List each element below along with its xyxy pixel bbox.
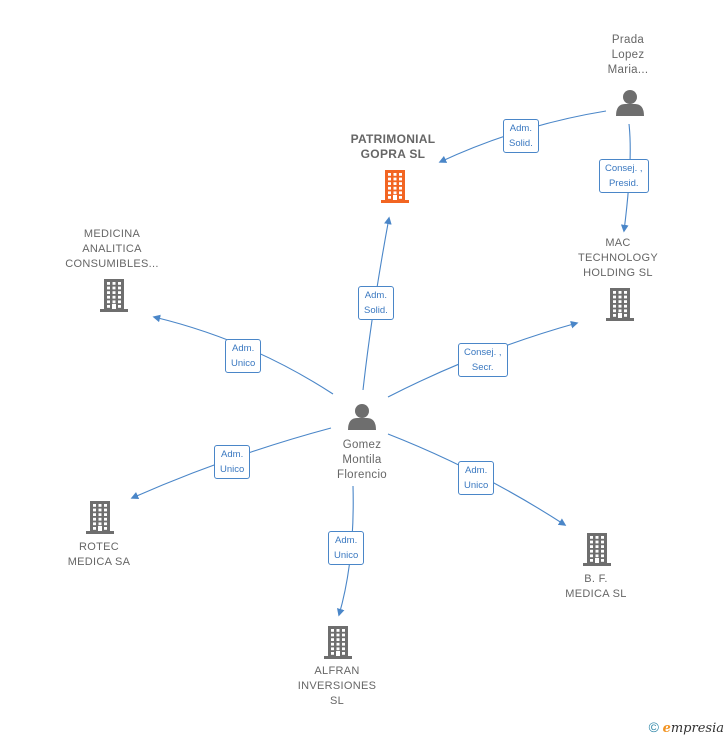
node-label-line: Maria... — [607, 64, 649, 76]
node-label-medicina[interactable]: MEDICINA ANALITICA CONSUMIBLES... — [52, 227, 172, 272]
footer-brand: © empresia — [649, 719, 724, 736]
node-label-line: SL — [329, 695, 345, 707]
edge-label-line: Adm. — [364, 290, 387, 301]
node-label-line: MAC — [605, 237, 631, 249]
node-label-line: Florencio — [337, 469, 387, 481]
edge-label-line: Solid. — [364, 305, 388, 316]
node-label-line: MEDICA SA — [67, 556, 131, 568]
edge-label-line: Adm. — [335, 535, 358, 546]
node-label-line: GOPRA SL — [360, 147, 426, 161]
node-label-line: TECHNOLOGY — [577, 252, 658, 264]
edge-label-line: Unico — [231, 358, 256, 369]
node-label-bf[interactable]: B. F. MEDICA SL — [546, 572, 646, 602]
edge-label-line: Consej. , — [464, 347, 502, 358]
edge-label-line: Adm. — [221, 449, 244, 460]
edge-label-line: Presid. — [608, 178, 639, 189]
node-label-line: ALFRAN — [314, 665, 360, 677]
brand-logo-initial: e — [662, 721, 671, 736]
node-label-mac[interactable]: MAC TECHNOLOGY HOLDING SL — [563, 236, 673, 281]
edge-label-gomez-patrimonial[interactable]: Adm. Solid. — [358, 286, 394, 320]
edge-label-line: Consej. , — [605, 163, 643, 174]
node-label-line: ANALITICA — [82, 243, 142, 255]
node-label-line: HOLDING SL — [583, 267, 653, 279]
node-label-line: Gomez — [342, 439, 382, 451]
brand-name: mpresia — [670, 721, 724, 736]
node-label-rotec[interactable]: ROTEC MEDICA SA — [49, 540, 149, 570]
edge-label-gomez-mac[interactable]: Consej. , Secr. — [458, 343, 508, 377]
edge-label-line: Secr. — [471, 362, 494, 373]
person-icon-prada[interactable] — [616, 90, 644, 116]
edge-label-line: Solid. — [509, 138, 533, 149]
edge-label-gomez-bf[interactable]: Adm. Unico — [458, 461, 495, 495]
node-label-line: MEDICINA — [83, 228, 141, 240]
building-icon-alfran[interactable] — [324, 626, 352, 659]
node-label-line: ROTEC — [79, 541, 119, 553]
node-label-line: Prada — [611, 34, 645, 46]
building-icon-rotec[interactable] — [86, 501, 114, 534]
node-label-alfran[interactable]: ALFRAN INVERSIONES SL — [282, 664, 392, 709]
copyright-icon: © — [648, 719, 659, 735]
node-label-line: MEDICA SL — [565, 588, 627, 600]
node-label-line: Lopez — [611, 49, 645, 61]
edge-label-line: Adm. — [509, 123, 532, 134]
edge-label-line: Unico — [464, 480, 489, 491]
edge-label-gomez-rotec[interactable]: Adm. Unico — [214, 445, 251, 479]
edge-label-gomez-alfran[interactable]: Adm. Unico — [328, 531, 365, 565]
edge-label-gomez-medicina[interactable]: Adm. Unico — [225, 339, 262, 373]
node-label-line: B. F. — [584, 573, 608, 585]
person-icon-gomez[interactable] — [348, 404, 376, 430]
edge-label-line: Adm. — [232, 343, 255, 354]
edge-label-line: Unico — [334, 550, 359, 561]
edge-label-line: Adm. — [465, 465, 488, 476]
building-icon-bf[interactable] — [583, 533, 611, 566]
node-label-line: Montila — [342, 454, 382, 466]
edge-label-prada-mac[interactable]: Consej. , Presid. — [599, 159, 649, 193]
node-label-line: INVERSIONES — [297, 680, 377, 692]
building-icon-mac[interactable] — [606, 288, 634, 321]
building-icon-medicina[interactable] — [100, 279, 128, 312]
edge-label-line: Unico — [220, 464, 245, 475]
edge-label-prada-patrimonial[interactable]: Adm. Solid. — [503, 119, 539, 153]
node-label-line: PATRIMONIAL — [350, 132, 436, 146]
node-label-line: CONSUMIBLES... — [65, 258, 159, 270]
building-icon-patrimonial[interactable] — [381, 170, 409, 203]
